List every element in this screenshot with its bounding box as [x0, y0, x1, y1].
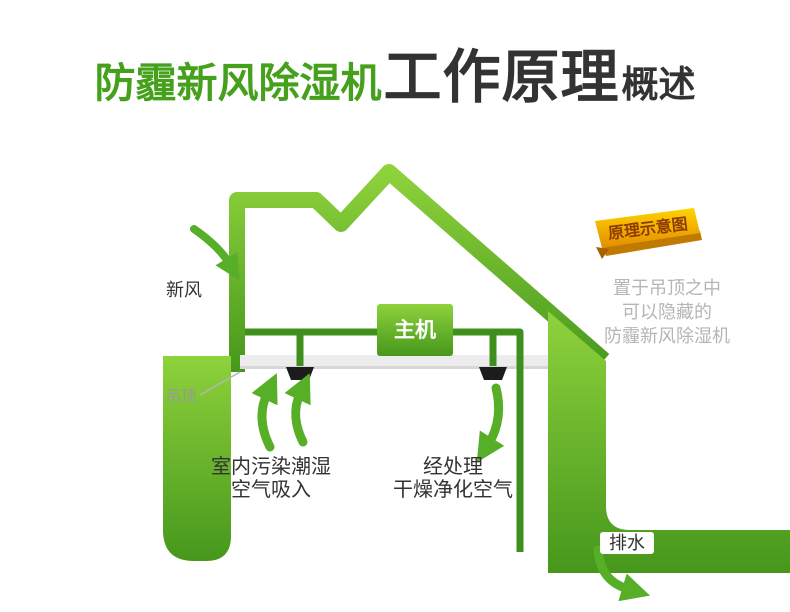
banner-ribbon-edge [602, 231, 702, 256]
intake-arrow-2 [284, 373, 311, 447]
right-wall-and-ground [548, 311, 790, 573]
title-product-name: 防霾新风除湿机 [94, 60, 382, 106]
fresh-air-arrow [190, 225, 240, 281]
house-roof-outline [229, 164, 610, 372]
title-main: 工作原理 [383, 45, 620, 110]
intake-label-line2: 空气吸入 [231, 478, 311, 501]
ceiling-vent-left [286, 367, 314, 380]
left-wall [163, 356, 231, 561]
banner-ribbon: 原理示意图 [595, 208, 702, 259]
drain-label-chip [600, 532, 654, 554]
duct-pipe [245, 328, 524, 552]
main-unit-box [377, 304, 453, 356]
fresh-air-label: 新风 [166, 280, 202, 300]
main-unit-label: 主机 [394, 318, 436, 342]
ceiling-label: 吊顶 [166, 388, 196, 405]
caption-line-1: 置于吊顶之中 [613, 278, 721, 298]
ceiling-slab [240, 355, 548, 369]
ceiling-slab-edge [240, 366, 548, 369]
drain-arrow [593, 545, 651, 602]
caption-line-2: 可以隐藏的 [622, 302, 712, 322]
processed-label-line1: 经处理 [423, 455, 483, 478]
page-title: 防霾新风除湿机 工作原理 概述 [0, 30, 790, 114]
ceiling-vent-right [479, 367, 507, 380]
intake-label-line1: 室内污染潮湿 [211, 455, 331, 478]
drain-label: 排水 [609, 533, 645, 553]
caption-line-3: 防霾新风除湿机 [604, 326, 730, 346]
banner-ribbon-fold [596, 247, 609, 259]
title-suffix: 概述 [621, 64, 696, 105]
processed-label-line2: 干燥净化空气 [393, 478, 513, 501]
intake-arrow-1 [251, 373, 278, 452]
processed-air-arrow [476, 383, 505, 463]
banner-ribbon-face [595, 208, 700, 248]
ceiling-pointer-line [199, 371, 241, 396]
